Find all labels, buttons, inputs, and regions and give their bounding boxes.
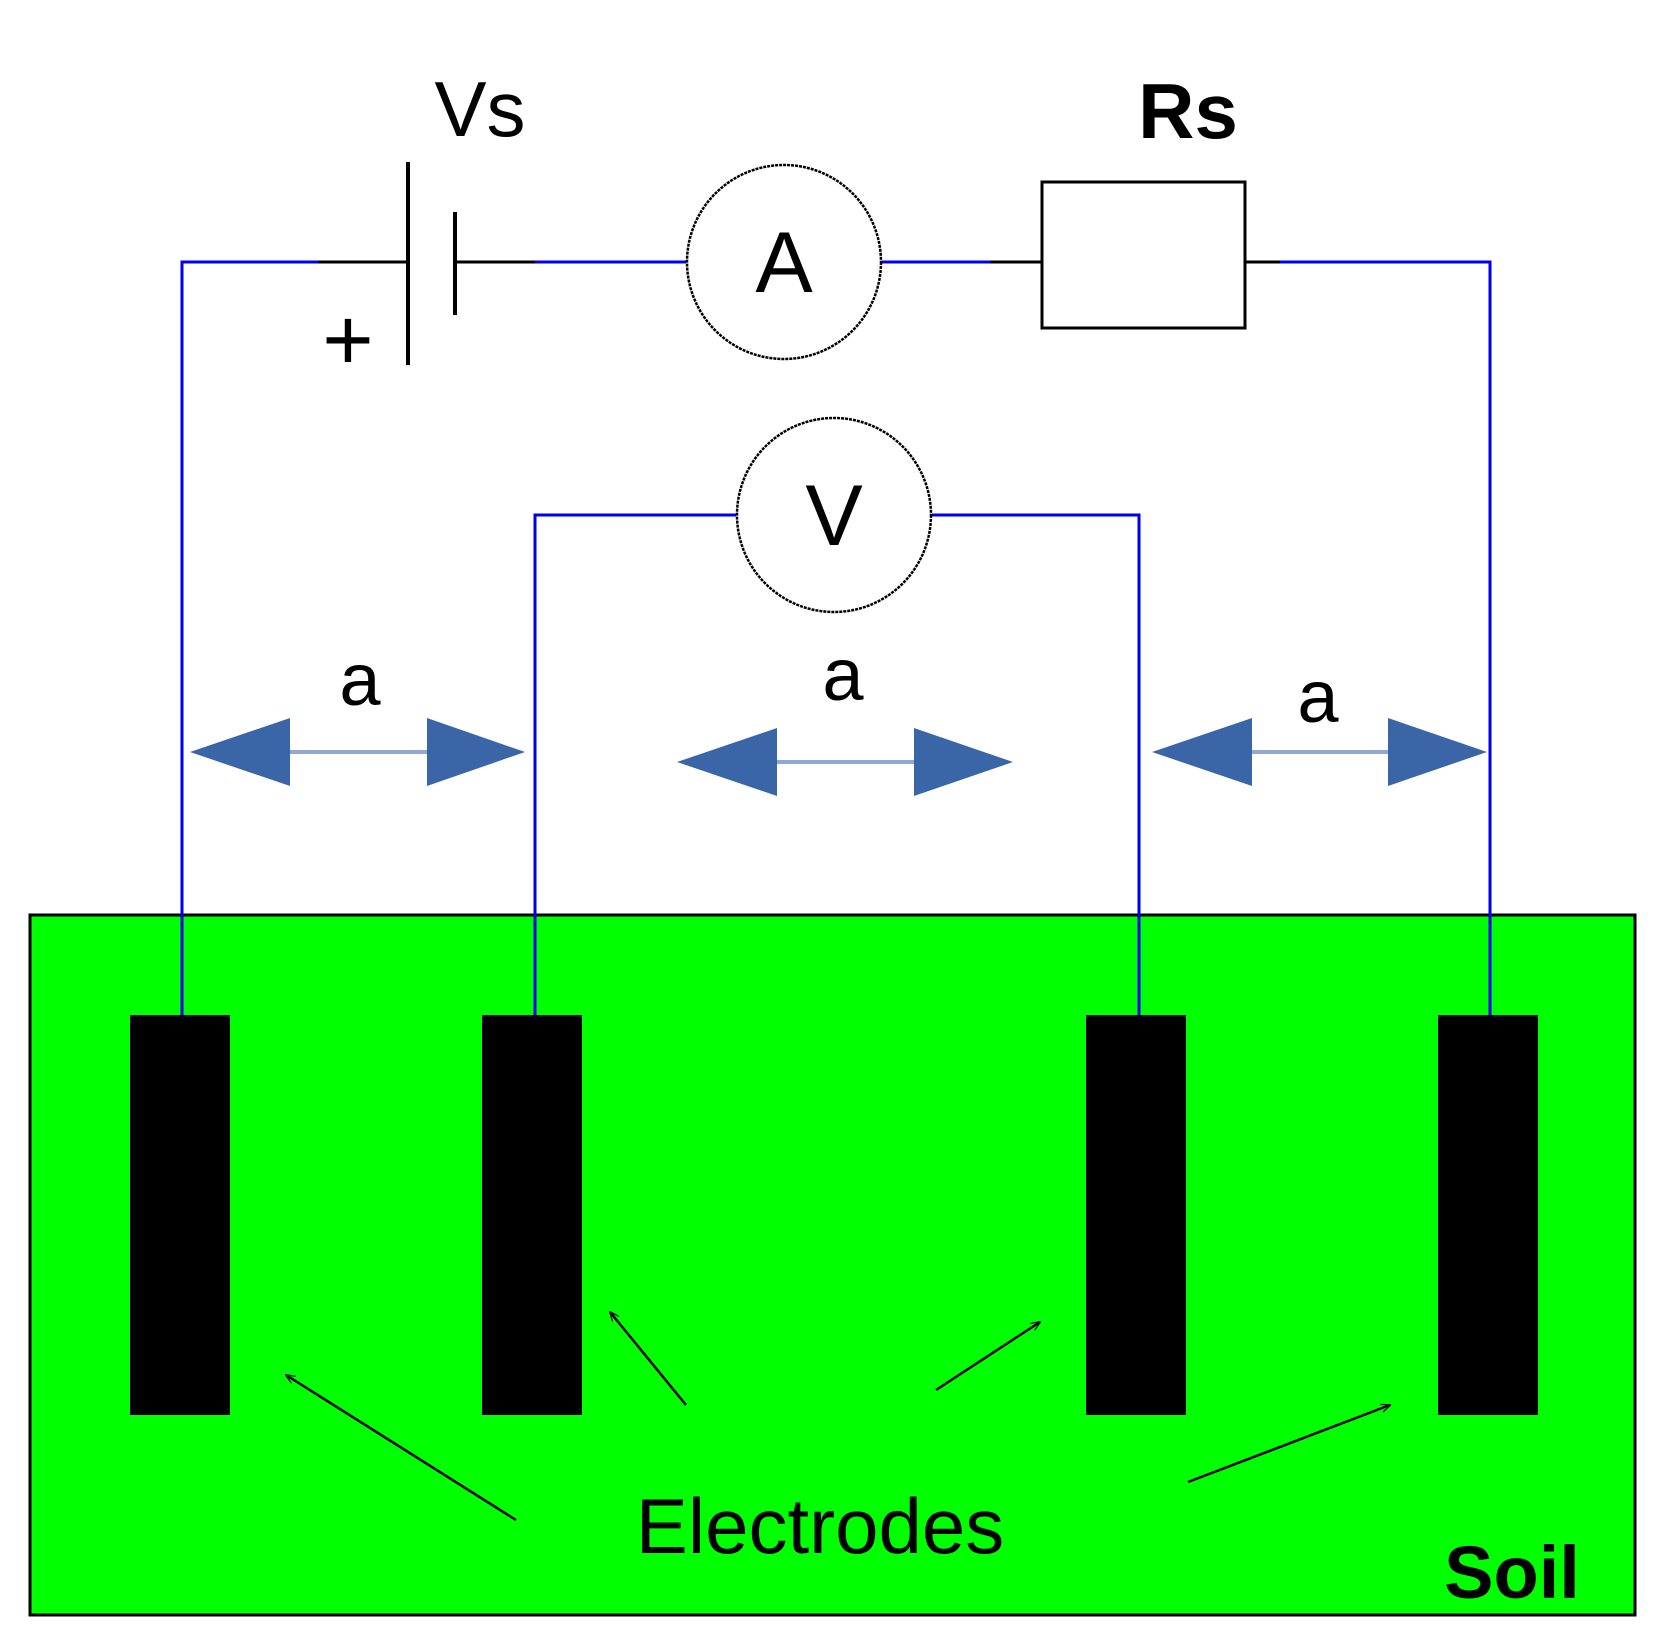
plus-sign: + xyxy=(322,290,373,389)
ammeter-label: A xyxy=(755,215,813,311)
soil-block xyxy=(28,913,1637,1617)
voltmeter-label: V xyxy=(805,468,862,564)
electrode-4 xyxy=(1438,1015,1538,1415)
soil-label: Soil xyxy=(1444,1531,1580,1614)
electrode-3 xyxy=(1086,1015,1186,1415)
voltmeter-circle xyxy=(735,416,933,614)
electrode-2 xyxy=(482,1015,582,1415)
resistor-symbol xyxy=(1040,180,1247,330)
current-circuit-wires xyxy=(180,260,1492,1015)
electrode-pointer-arrows xyxy=(286,1312,1390,1522)
spacing-label-middle: a xyxy=(822,633,864,716)
pointer-arrow-2 xyxy=(610,1312,687,1406)
voltage-circuit-wires xyxy=(533,513,1141,1015)
battery-label: Vs xyxy=(434,65,525,153)
electrodes-label: Electrodes xyxy=(636,1482,1005,1570)
spacing-label-right: a xyxy=(1297,655,1339,738)
pointer-arrow-3 xyxy=(935,1322,1040,1392)
pointer-arrow-4 xyxy=(1187,1403,1390,1484)
battery-symbol xyxy=(406,162,457,365)
spacing-arrow-left xyxy=(190,718,525,786)
pointer-arrow-1 xyxy=(286,1375,517,1522)
resistor-label: Rs xyxy=(1138,67,1238,155)
spacing-arrow-middle xyxy=(677,728,1013,796)
spacing-arrow-right xyxy=(1152,718,1487,786)
electrode-1 xyxy=(130,1015,230,1415)
ammeter-circle xyxy=(685,163,883,361)
spacing-label-left: a xyxy=(339,638,381,721)
